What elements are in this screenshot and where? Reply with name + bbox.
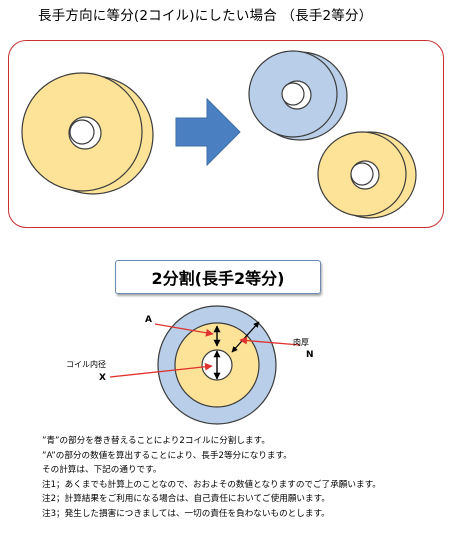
arrow-right-icon <box>175 97 241 167</box>
note-line: 注3；発生した損害につきましては、一切の責任を負わないものとします。 <box>42 508 330 519</box>
notes-list: ”青”の部分を巻き替えることにより2コイルに分割します。 ”A”の部分の数値を算… <box>42 434 447 522</box>
note-line: 注1；あくまでも計算上のことなので、おおよその数値となりますのでご了承願います。 <box>42 479 381 490</box>
pointer-a-arrow <box>154 323 214 337</box>
note-line: その計算は、下記の通りです。 <box>42 465 162 476</box>
label-inner-diameter: コイル内径 <box>66 359 106 369</box>
pointer-n-arrow <box>239 336 301 346</box>
page-title: 長手方向に等分(2コイル)にしたい場合 （長手2等分） <box>38 8 373 24</box>
label-thickness: 肉厚 <box>293 337 309 347</box>
yellow-coil-icon <box>317 131 417 219</box>
note-line: 注2；計算結果をご利用になる場合は、自己責任においてご使用願います。 <box>42 494 330 505</box>
note-line: ”A”の部分の数値を算出することにより、長手2等分になります。 <box>42 450 292 461</box>
blue-coil-icon <box>248 50 348 141</box>
label-a: A <box>145 315 152 325</box>
original-coil-icon <box>21 72 154 195</box>
pointer-x-arrow <box>109 362 213 378</box>
label-x: X <box>99 373 106 383</box>
section-title: 2分割(長手2等分) <box>115 260 321 294</box>
label-n: N <box>306 350 314 360</box>
coil-split-illustration-panel <box>8 40 444 228</box>
note-line: ”青”の部分を巻き替えることにより2コイルに分割します。 <box>42 436 270 446</box>
